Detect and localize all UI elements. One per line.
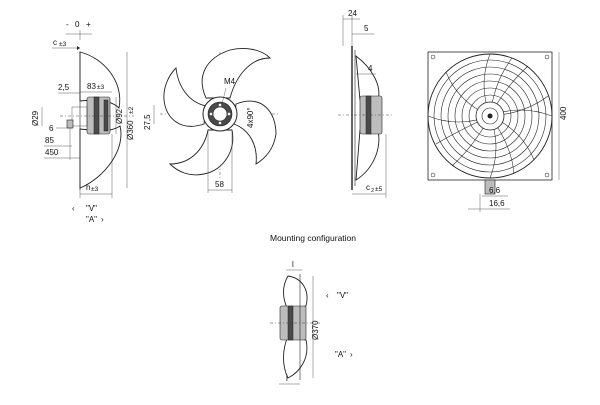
mount-hole-bottom [218,121,222,125]
tol-zero-label: 0 [75,20,80,29]
blade-bottom [168,129,234,176]
h-tol-label: ±3 [91,186,99,193]
motor-band [93,96,100,135]
corner-hole-br [544,172,550,178]
dim-m4: M4 [224,77,236,86]
arrow-left-icon: ‹ [72,204,75,213]
side-view-with-guard: 24 5 4 c 2 ±5 [338,9,392,198]
dim-4x90: 4x90° [246,107,255,128]
dim-5: 5 [364,24,369,33]
dim-83: 83 [87,82,96,91]
l-bottom-label: l [286,374,288,383]
dim-d29: Ø29 [31,110,40,126]
corner-hole-tl [430,54,436,60]
dim-4: 4 [368,64,373,73]
dim-83-tol: ±3 [97,84,105,91]
c-arrow [77,46,80,50]
dim-2-5: 2,5 [58,83,70,92]
mounting-caption: Mounting configuration [270,233,356,243]
dim-6: 6 [49,124,54,133]
flow-v-label: "V" [86,204,97,213]
tol-plus-label: + [86,20,91,29]
dim-16-6: 16,6 [489,199,505,208]
mount-v-label: "V" [337,291,348,300]
mount-arrow-right-icon: › [350,350,353,359]
cable-gland [66,119,74,129]
c2-label: c [366,183,370,192]
front-impeller-view: M4 27,5 4x90° 58 [143,47,280,193]
m4-leader [221,87,227,105]
mount-hole-top [218,103,222,107]
hub-block [71,106,88,127]
flow-direction-labels: ‹ "V" "A" › [72,204,104,224]
dim-6-6: 6,6 [489,186,501,195]
mount-hole-left [209,112,213,116]
guard-cable-exit [484,179,496,195]
dim-24: 24 [348,9,357,18]
mount-lower-blade [283,335,308,379]
flow-a-label: "A" [86,215,97,224]
blade-top [201,47,272,99]
c2-tol: ±5 [375,186,383,193]
side-upper-blade [355,55,380,101]
dim-85: 85 [45,136,54,145]
mount-a-label: "A" [335,350,346,359]
mounting-configuration: Mounting configuration l Ø370 l ‹ "V" "A… [270,233,356,385]
guard-hub-center [487,113,493,119]
dim-d92: Ø92 [115,108,124,124]
mount-arrow-left-icon: ‹ [326,291,329,300]
dim-58: 58 [215,180,224,189]
blade-right [233,100,277,165]
c2-sub: 2 [371,188,374,194]
mount-upper-blade [283,275,308,311]
dim-d370: Ø370 [311,320,320,340]
mount-hole-right [227,112,231,116]
hub-center [212,106,228,122]
blade-left [163,67,207,127]
dim-d360-tol: ±2 [128,106,135,114]
l-top-label: l [292,260,294,269]
dim-d360: Ø360 [126,120,135,140]
guard-hub-inner [481,107,499,125]
motor-rotor [103,99,109,132]
arrow-right-icon: › [101,215,104,224]
h-label: h [86,183,90,192]
guard-front-view: 400 6,6 16,6 [427,51,568,212]
dim-400: 400 [559,106,568,120]
c-tol-label: ±3 [59,41,67,48]
side-lower-blade [355,129,380,181]
corner-hole-tr [544,54,550,60]
dim-450: 450 [45,148,59,157]
left-side-view: - 0 + c ±3 2,5 83 ±3 Ø29 Ø92 Ø360 ± [31,20,135,198]
c-label: c [53,38,57,47]
lower-blade-profile [79,125,122,189]
corner-hole-bl [430,172,436,178]
dim-27-5: 27,5 [143,114,152,130]
tol-minus-label: - [66,20,69,29]
